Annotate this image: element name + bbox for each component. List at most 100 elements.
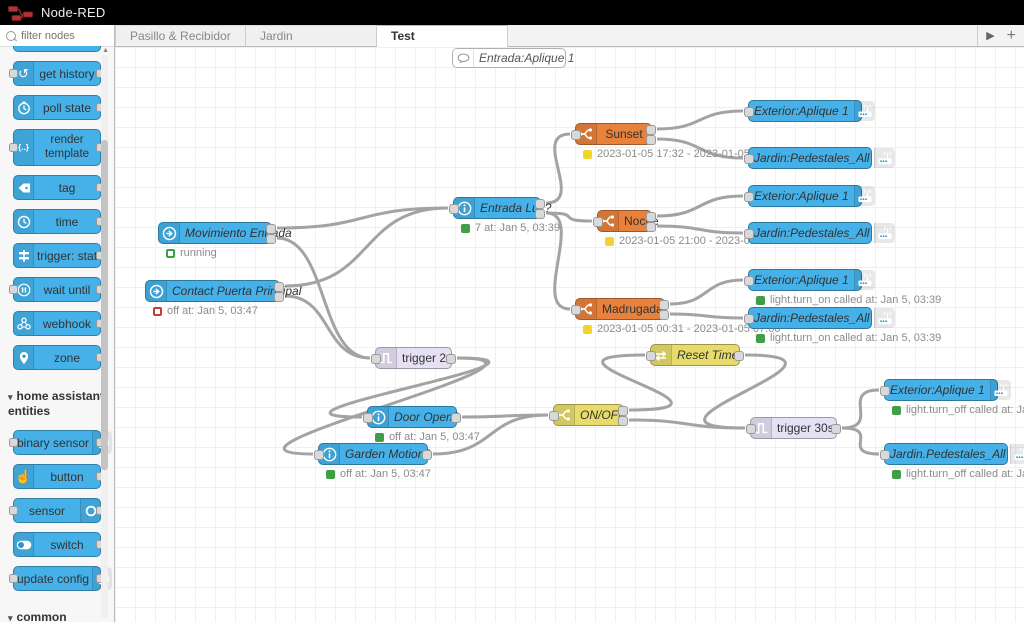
input-port[interactable] (9, 438, 18, 447)
wire-reset-to-trig30[interactable] (703, 353, 787, 430)
input-port[interactable] (9, 143, 18, 152)
palette-section-home-assistant-entities[interactable]: ▾home assistant entities (8, 389, 104, 418)
wire-lux-to-madrugada[interactable] (545, 211, 571, 311)
palette-item-poll-state[interactable]: poll state (13, 95, 105, 120)
input-port[interactable] (744, 192, 754, 202)
node-jar2[interactable]: Jardin:Pedestales_All (744, 222, 896, 244)
output-port-0[interactable] (274, 282, 284, 292)
palette-item-trigger-state[interactable]: trigger: state (13, 243, 105, 268)
wire-trig30-to-extB[interactable] (841, 388, 880, 430)
node-trig2[interactable]: trigger 2s (371, 347, 456, 369)
palette-item-sensor[interactable]: sensor (9, 498, 105, 523)
input-port[interactable] (744, 314, 754, 324)
scroll-up-icon[interactable]: ▲ (102, 47, 109, 54)
palette-item-partial[interactable] (13, 46, 101, 52)
output-port-0[interactable] (659, 300, 669, 310)
input-port[interactable] (9, 285, 18, 294)
output-port-1[interactable] (659, 310, 669, 320)
output-port-0[interactable] (646, 212, 656, 222)
palette-item-render-template[interactable]: {..}render template (9, 129, 105, 166)
palette-scrollbar[interactable] (101, 55, 108, 618)
filter-nodes-input[interactable] (19, 28, 103, 43)
wire-madrugada-to-jar3[interactable] (669, 312, 744, 320)
node-contact[interactable]: Contact Puerta Principal (145, 280, 301, 302)
output-port-1[interactable] (266, 234, 276, 244)
wire-lux-to-noche[interactable] (545, 211, 593, 223)
input-port[interactable] (9, 574, 18, 583)
output-port-1[interactable] (274, 292, 284, 302)
palette-scrollbar-thumb[interactable] (101, 140, 108, 470)
wire-lux-to-sunset[interactable] (545, 132, 571, 205)
input-port[interactable] (314, 450, 324, 460)
add-flow-button[interactable]: + (1006, 26, 1016, 44)
output-port-1[interactable] (535, 209, 545, 219)
wire-noche-to-ext2[interactable] (656, 194, 744, 218)
node-garden[interactable]: Garden Motion? (314, 443, 432, 465)
output-port-0[interactable] (646, 125, 656, 135)
output-port-0[interactable] (446, 354, 456, 364)
wire-trig30-to-jarB[interactable] (841, 426, 880, 456)
node-ext1[interactable]: Exterior:Aplique 1 (744, 100, 875, 122)
palette-item-time[interactable]: time (13, 209, 105, 234)
node-extB[interactable]: Exterior:Aplique 1 (880, 379, 1011, 401)
palette-item-wait-until[interactable]: wait until (9, 277, 105, 302)
wire-contact-to-lux[interactable] (284, 206, 449, 288)
wire-mov-to-lux[interactable] (276, 206, 449, 230)
output-port-0[interactable] (618, 406, 628, 416)
palette-item-webhook[interactable]: webhook (13, 311, 105, 336)
node-jarB[interactable]: Jardin.Pedestales_All (880, 443, 1024, 465)
node-door[interactable]: Door Open? (363, 406, 461, 428)
palette-item-zone[interactable]: zone (13, 345, 105, 370)
palette-section-common[interactable]: ▾common (8, 610, 67, 622)
input-port[interactable] (880, 450, 890, 460)
output-port-1[interactable] (646, 222, 656, 232)
wire-madrugada-to-ext3[interactable] (669, 278, 744, 306)
node-lux[interactable]: Entrada Lux? (449, 197, 551, 219)
wire-sunset-to-jar1[interactable] (656, 137, 744, 160)
input-port[interactable] (744, 276, 754, 286)
input-port[interactable] (744, 229, 754, 239)
output-port-0[interactable] (266, 224, 276, 234)
output-port-1[interactable] (618, 416, 628, 426)
palette-item-switch[interactable]: switch (13, 532, 105, 557)
input-port[interactable] (744, 154, 754, 164)
input-port[interactable] (371, 354, 381, 364)
input-port[interactable] (9, 69, 18, 78)
input-port[interactable] (449, 204, 459, 214)
palette-item-tag[interactable]: tag (13, 175, 105, 200)
tab-jardin[interactable]: Jardin (246, 25, 377, 46)
tab-pasillo-recibidor[interactable]: Pasillo & Recibidor (115, 25, 246, 46)
output-port-0[interactable] (451, 413, 461, 423)
tab-list-button[interactable]: ▶ (986, 30, 995, 42)
wire-noche-to-jar2[interactable] (656, 224, 744, 235)
palette-item-get-history[interactable]: ↺get history (9, 61, 105, 86)
palette-search[interactable] (0, 25, 114, 47)
input-port[interactable] (9, 506, 18, 515)
palette-item-button[interactable]: ☝button (13, 464, 105, 489)
output-port-1[interactable] (646, 135, 656, 145)
wire-garden-to-onoff[interactable] (432, 413, 549, 456)
output-port-0[interactable] (422, 450, 432, 460)
node-reset[interactable]: ⇄Reset Timer (646, 344, 744, 366)
wire-trig2-to-door[interactable] (328, 356, 491, 419)
node-ext2[interactable]: Exterior:Aplique 1 (744, 185, 875, 207)
output-port-0[interactable] (734, 351, 744, 361)
input-port[interactable] (593, 217, 603, 227)
input-port[interactable] (646, 351, 656, 361)
palette-item-update-config[interactable]: update config (9, 566, 113, 591)
node-onoff[interactable]: ON/OFF (549, 404, 628, 426)
node-noche[interactable]: Noche (593, 210, 659, 232)
node-comment1[interactable]: Entrada:Aplique 1 (452, 48, 574, 68)
input-port[interactable] (880, 386, 890, 396)
palette-item-binary-sensor[interactable]: binary sensor (9, 430, 113, 455)
wire-onoff-to-reset[interactable] (601, 353, 673, 412)
output-port-0[interactable] (831, 424, 841, 434)
node-mov[interactable]: Movimiento Entrada (158, 222, 292, 244)
input-port[interactable] (746, 424, 756, 434)
wire-mov-to-trig2[interactable] (276, 236, 371, 360)
output-port-0[interactable] (535, 199, 545, 209)
wire-contact-to-trig2[interactable] (284, 294, 371, 360)
node-trig30[interactable]: trigger 30s (746, 417, 841, 439)
input-port[interactable] (744, 107, 754, 117)
